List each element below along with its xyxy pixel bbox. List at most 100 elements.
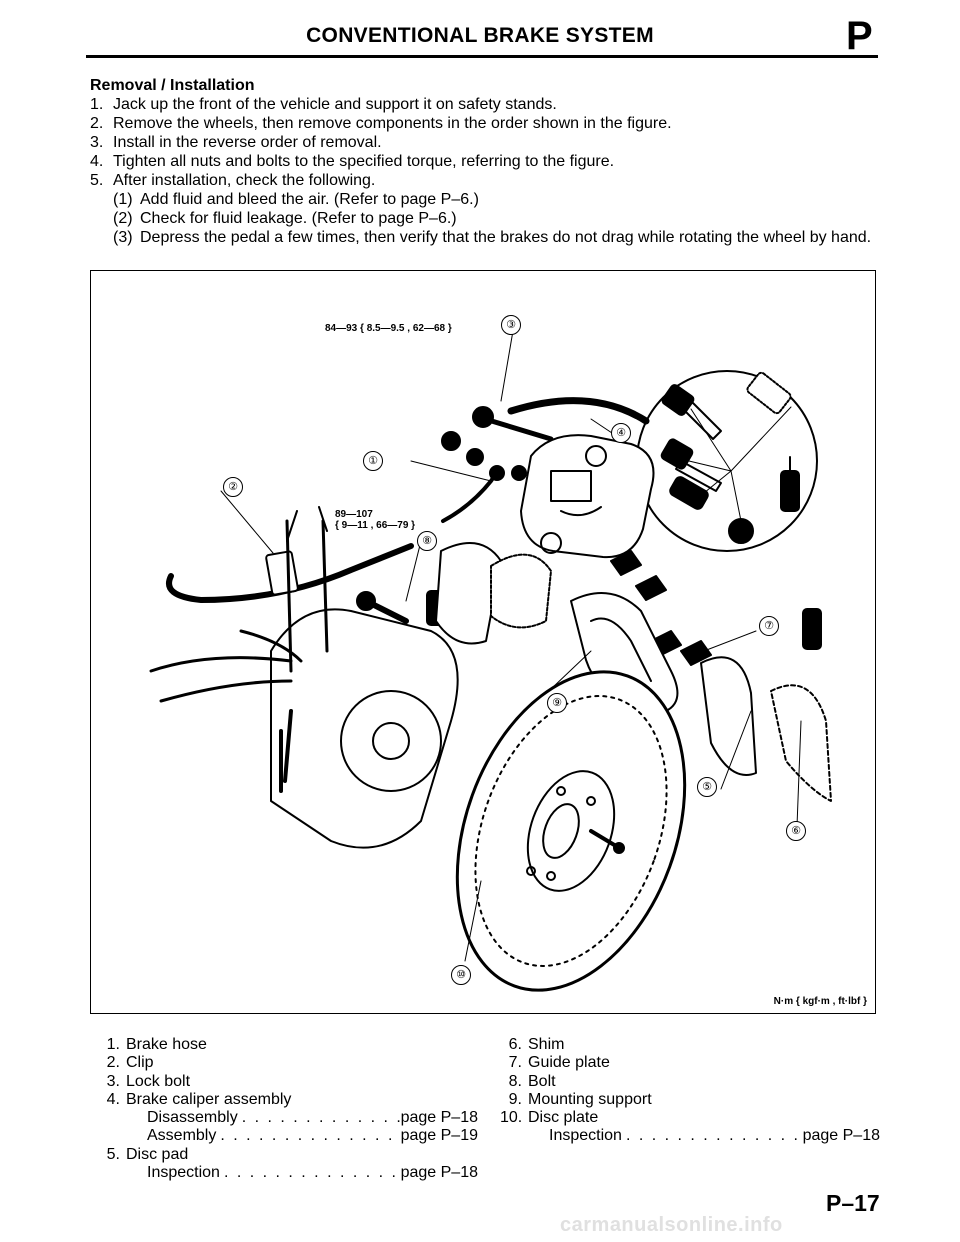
page-number: P–17 <box>826 1190 880 1216</box>
leader-dots <box>622 1127 803 1145</box>
part-name: Lock bolt <box>126 1072 191 1090</box>
list-item: 3. Lock bolt <box>98 1073 478 1091</box>
disc-pad-outer <box>490 553 552 629</box>
part-name: Disc plate <box>528 1109 599 1127</box>
step: 2. Remove the wheels, then remove compone… <box>90 114 880 133</box>
part-number: 4. <box>106 1090 120 1108</box>
reference-name: Assembly <box>147 1127 217 1145</box>
step-text: Tighten all nuts and bolts to the specif… <box>113 153 615 170</box>
exploded-view-figure: 84—93 { 8.5—9.5 , 62—68 } 89—107 { 9—11 … <box>90 270 876 1014</box>
substep: (3) Depress the pedal a few times, then v… <box>90 228 880 247</box>
steering-knuckle <box>270 506 459 849</box>
part-name: Mounting support <box>528 1090 652 1108</box>
leader-dots <box>238 1109 401 1127</box>
callout-7: ⑦ <box>759 616 779 636</box>
unit-label: N·m { kgf·m , ft·lbf } <box>773 996 867 1007</box>
step-text: After installation, check the following. <box>113 172 376 189</box>
step-number: 5. <box>90 172 104 189</box>
part-number: 6. <box>508 1036 522 1053</box>
substep: (2) Check for fluid leakage. (Refer to pa… <box>90 209 880 228</box>
drive-shaft <box>149 629 303 793</box>
shim-6 <box>770 684 832 802</box>
step-text: Remove the wheels, then remove component… <box>113 115 672 132</box>
lock-bolt-3 <box>472 406 554 442</box>
step-number: 4. <box>90 153 104 170</box>
leader-dots <box>220 1164 401 1182</box>
parts-list-right: 6. Shim 7. Guide plate 8. Bolt 9.Mounting s… <box>500 1036 880 1146</box>
substep-number: (2) <box>113 210 133 227</box>
step-number: 3. <box>90 134 104 151</box>
substep-number: (1) <box>113 191 133 208</box>
grease-tube-detail <box>780 456 800 512</box>
callout-8: ⑧ <box>417 531 437 551</box>
list-item: 7. Guide plate <box>500 1054 880 1072</box>
banjo-parts <box>441 431 527 481</box>
page-reference: Inspection page P–18 <box>500 1127 880 1145</box>
step: 5. After installation, check the followin… <box>90 171 880 190</box>
part-name: Guide plate <box>528 1054 610 1072</box>
step: 1.Jack up the front of the vehicle and s… <box>90 95 880 114</box>
reference-page: page P–18 <box>400 1109 478 1127</box>
page-reference: Inspection page P–18 <box>98 1164 478 1182</box>
list-item: 10. Disc plate <box>500 1109 880 1127</box>
section-letter: P <box>846 14 873 58</box>
part-number: 8. <box>508 1072 522 1090</box>
reference-name: Inspection <box>147 1164 220 1182</box>
callout-6: ⑥ <box>786 821 806 841</box>
callout-2: ② <box>223 477 243 497</box>
leader-dots <box>216 1127 400 1145</box>
list-item: 1. Brake hose <box>98 1036 478 1054</box>
callout-3: ③ <box>501 315 521 335</box>
list-item: 2. Clip <box>98 1054 478 1072</box>
part-number: 2. <box>106 1054 120 1072</box>
callout-1: ① <box>363 451 383 471</box>
brake-assembly-illustration <box>149 318 832 992</box>
part-number: 5. <box>106 1145 120 1163</box>
list-item: 4.Brake caliper assembly <box>98 1091 478 1109</box>
reference-name: Inspection <box>549 1127 622 1145</box>
callout-9: ⑨ <box>547 693 567 713</box>
callout-10: ⑩ <box>451 965 471 985</box>
substep: (1)Add fluid and bleed the air. (Refer t… <box>90 190 880 209</box>
bolt-8 <box>356 591 409 624</box>
leader-band <box>507 397 650 425</box>
step: 4. Tighten all nuts and bolts to the spec… <box>90 152 880 171</box>
removal-installation-section: Removal / Installation 1.Jack up the fro… <box>90 76 880 247</box>
reference-page: page P–19 <box>400 1127 478 1145</box>
part-number: 3. <box>106 1072 120 1090</box>
list-item: 6. Shim <box>500 1036 880 1054</box>
part-name: Shim <box>528 1036 565 1053</box>
grease-tube-right <box>802 608 822 650</box>
strut <box>285 519 329 673</box>
reference-name: Disassembly <box>147 1109 238 1127</box>
part-name: Clip <box>126 1054 154 1072</box>
guide-plate-7 <box>610 550 712 666</box>
page-reference: Assembly page P–19 <box>98 1127 478 1145</box>
part-name: Bolt <box>528 1072 556 1090</box>
clip-2 <box>265 550 299 596</box>
substep-text: Check for fluid leakage. (Refer to page … <box>140 210 457 227</box>
substep-number: (3) <box>113 229 133 246</box>
list-item: 9.Mounting support <box>500 1091 880 1109</box>
part-number: 10. <box>500 1109 523 1127</box>
substep-text: Depress the pedal a few times, then veri… <box>140 229 872 246</box>
part-name: Brake hose <box>126 1036 207 1053</box>
list-item: 8. Bolt <box>500 1073 880 1091</box>
page-reference: Disassembly page P–18 <box>98 1109 478 1127</box>
callout-5: ⑤ <box>697 777 717 797</box>
reference-page: page P–18 <box>802 1127 880 1145</box>
disc-screw <box>589 829 625 854</box>
part-number: 7. <box>508 1054 522 1072</box>
part-number: 1. <box>106 1036 120 1053</box>
step-text: Jack up the front of the vehicle and sup… <box>113 96 557 113</box>
parts-list-left: 1. Brake hose 2. Clip 3. Lock bolt 4.Brake … <box>98 1036 478 1182</box>
watermark: carmanualsonline.info <box>560 1214 783 1236</box>
callout-4: ④ <box>611 423 631 443</box>
reference-page: page P–18 <box>400 1164 478 1182</box>
section-heading: Removal / Installation <box>90 77 255 94</box>
torque-spec-bolt-line2: { 9—11 , 66—79 } <box>335 520 416 531</box>
disc-pad-5 <box>700 656 757 776</box>
page-title: CONVENTIONAL BRAKE SYSTEM <box>306 24 654 47</box>
torque-spec-lock-bolt: 84—93 { 8.5—9.5 , 62—68 } <box>325 323 452 334</box>
step-number: 2. <box>90 115 104 132</box>
